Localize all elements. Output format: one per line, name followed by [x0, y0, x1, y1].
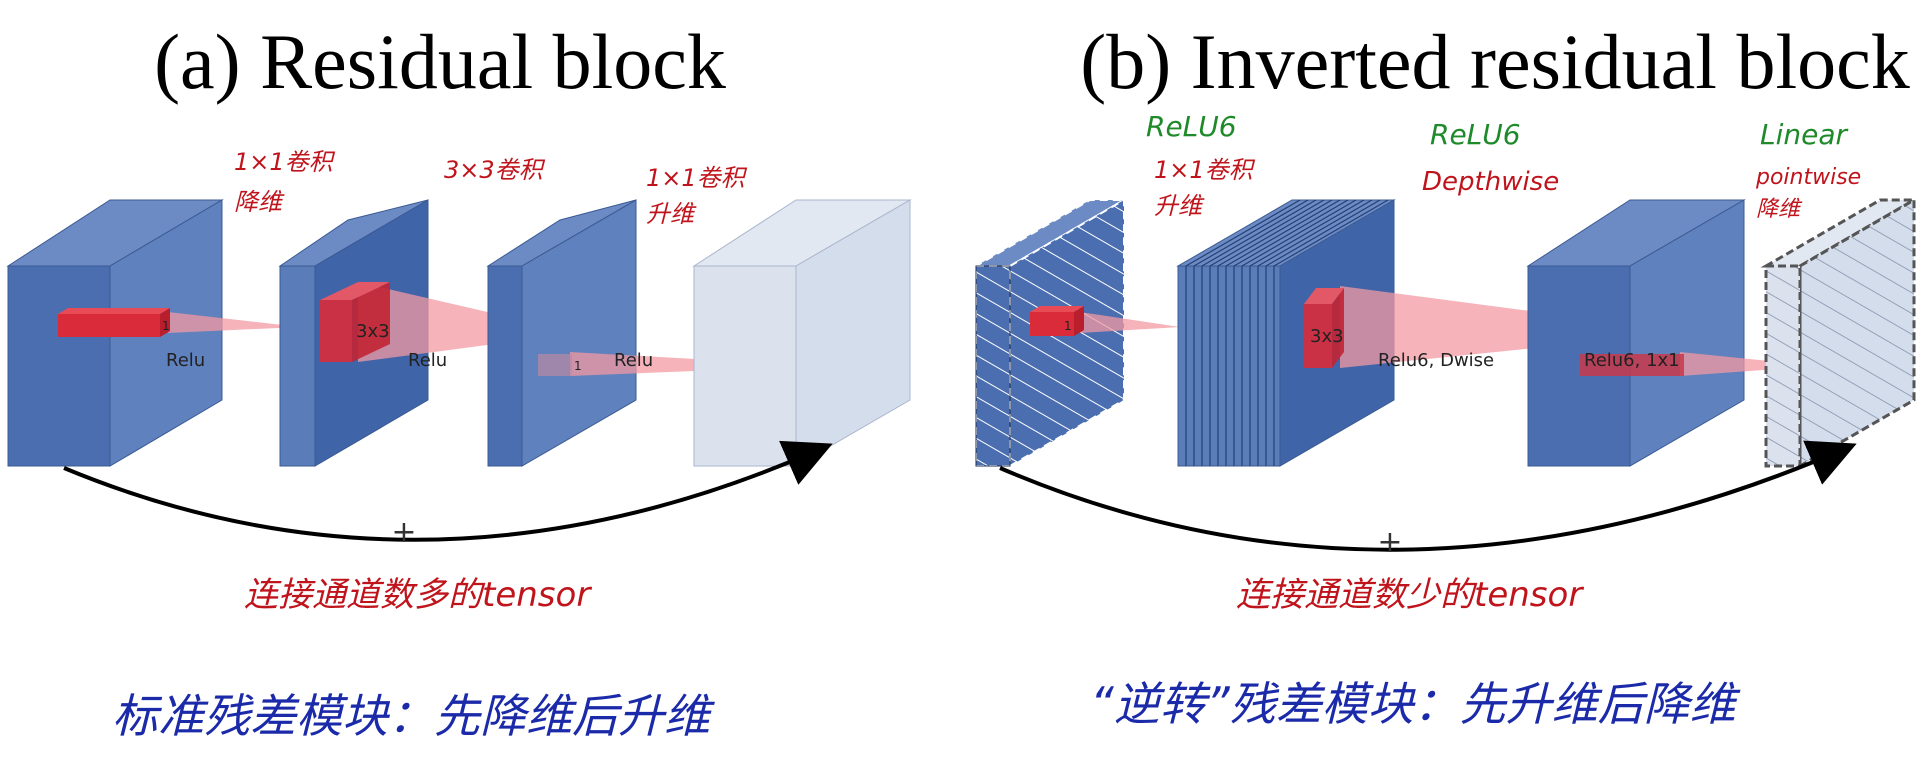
a-kernel-cone-1: [168, 312, 300, 333]
a-conv1-label: 1×1卷积 降维: [234, 148, 340, 216]
a-skip-connection-arrow: [63, 440, 833, 542]
a-kernel-label-2: 3x3: [356, 321, 390, 342]
panel-a: 1 Relu 3x3 Relu 1 Relu: [6, 148, 912, 743]
b-kernel-1: [1030, 306, 1084, 336]
a-kernel-2: [320, 282, 390, 362]
b-activation-top-1: ReLU6: [1146, 110, 1237, 143]
b-kernel-3: [1580, 354, 1684, 376]
a-kernel-1: [58, 308, 170, 337]
panel-b: 1: [972, 110, 1920, 731]
b-block-3: [1526, 199, 1746, 467]
a-conv3-label: 1×1卷积 升维: [646, 164, 752, 228]
a-block-3: [486, 199, 637, 467]
b-conv1-label: 1×1卷积 升维: [1154, 156, 1260, 220]
a-kernel-cone-2: [358, 282, 578, 362]
b-block-2-slices: [1185, 199, 1389, 466]
b-skip-connection-arrow: [999, 440, 1857, 552]
a-kernel-label-1: 1: [162, 319, 170, 333]
b-kernel-label-1: 1: [1064, 319, 1072, 333]
b-kernel-cone-3: [1680, 352, 1818, 376]
a-summary: 标准残差模块：先降维后升维: [112, 689, 715, 743]
b-kernel-cone-1: [1080, 312, 1180, 333]
a-activation-label-2: Relu: [408, 350, 447, 371]
title-inverted-residual-block: (b) Inverted residual block: [1080, 18, 1910, 105]
b-conv2-label: Depthwise: [1422, 167, 1559, 197]
b-block-2: [1176, 199, 1396, 467]
b-plus-sign: +: [1377, 525, 1402, 560]
title-residual-block: (a) Residual block: [154, 18, 726, 105]
b-kernel-2: [1304, 288, 1344, 368]
a-skip-note: 连接通道数多的tensor: [244, 575, 592, 615]
a-plus-sign: +: [391, 515, 416, 550]
b-summary: “逆转”残差模块：先升维后降维: [1090, 677, 1741, 731]
b-conv3-label: pointwise 降维: [1755, 165, 1868, 222]
b-kernel-label-2: 3x3: [1310, 326, 1344, 347]
b-activation-label-2: Relu6, 1x1: [1584, 350, 1680, 371]
b-block-4: [1760, 197, 1920, 469]
a-kernel-label-3: 1: [574, 359, 582, 373]
a-kernel-3: [538, 354, 572, 376]
b-activation-label-1: Relu6, Dwise: [1378, 350, 1494, 371]
a-block-4: [692, 199, 912, 467]
a-activation-label-1: Relu: [166, 350, 205, 371]
b-kernel-cone-2: [1340, 286, 1690, 368]
b-activation-top-2: ReLU6: [1430, 118, 1521, 151]
a-conv2-label: 3×3卷积: [444, 156, 546, 184]
b-skip-note: 连接通道数少的tensor: [1236, 575, 1584, 615]
a-activation-label-3: Relu: [614, 350, 653, 371]
b-activation-top-3: Linear: [1760, 118, 1849, 151]
